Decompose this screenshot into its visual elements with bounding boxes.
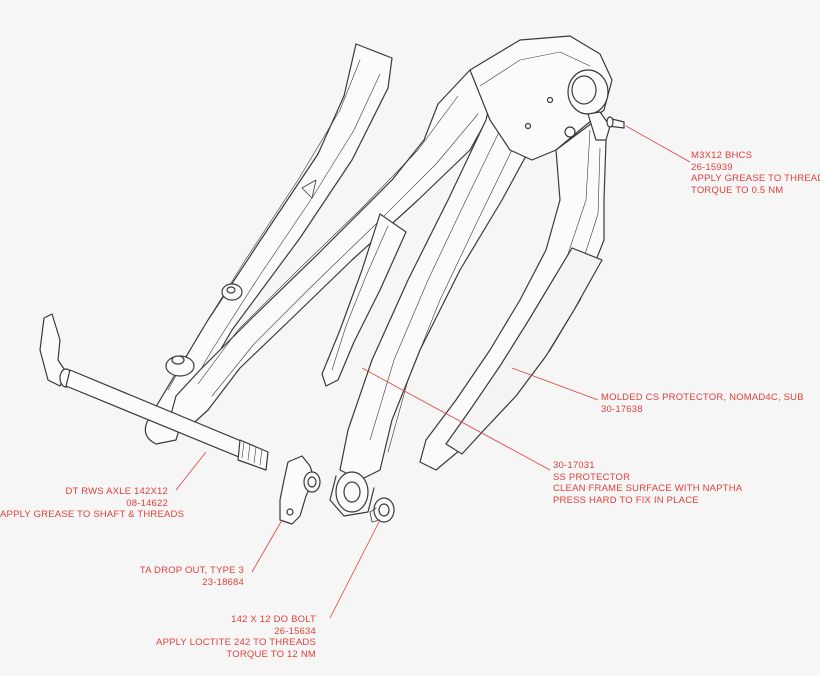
chain-stay-right [419, 111, 611, 471]
leader-bhcs [625, 125, 691, 163]
callout-cs-protector: MOLDED CS PROTECTOR, NOMAD4C, SUB 30-176… [601, 392, 804, 415]
bhcs-screw [606, 116, 625, 129]
callout-dropout-line: TA DROP OUT, TYPE 3 [139, 565, 244, 576]
callout-ss-protector-line: PRESS HARD TO FIX IN PLACE [553, 494, 699, 506]
callout-ss-protector: 30-17031 SS PROTECTOR CLEAN FRAME SURFAC… [553, 460, 742, 506]
callout-ss-protector-line: 30-17031 [553, 460, 595, 471]
callout-axle: DT RWS AXLE 142X12 08-14622 APPLY GREASE… [0, 486, 185, 521]
callout-do-bolt-line: APPLY LOCTITE 242 TO THREADS [156, 637, 316, 648]
callout-do-bolt-line: TORQUE TO 12 NM [226, 648, 316, 660]
leader-ss-protector [361, 367, 551, 471]
callout-dropout: TA DROP OUT, TYPE 3 23-18684 [120, 565, 244, 588]
callout-ss-protector-line: SS PROTECTOR [553, 471, 631, 483]
leader-dropout [251, 519, 283, 573]
callout-do-bolt-line: 142 X 12 DO BOLT [231, 614, 316, 625]
chain-stay-arm [169, 69, 501, 431]
callout-axle-line: 08-14622 [126, 497, 168, 509]
callout-axle-line: APPLY GREASE TO SHAFT & THREADS [0, 509, 185, 520]
ss-protector-strip [321, 213, 407, 387]
callout-ss-protector-line: CLEAN FRAME SURFACE WITH NAPTHA [553, 483, 743, 494]
callout-do-bolt-line: 26-15634 [274, 625, 316, 637]
callout-bhcs-line: 26-15939 [691, 161, 733, 173]
callout-bhcs-line: M3X12 BHCS [691, 150, 753, 161]
do-bolt [369, 497, 395, 523]
leader-cs-protector [511, 367, 599, 401]
callout-dropout-line: 23-18684 [202, 576, 244, 588]
leader-axle [175, 451, 207, 491]
callout-cs-protector-line: MOLDED CS PROTECTOR, NOMAD4C, SUB [601, 392, 804, 403]
callout-bhcs-line: APPLY GREASE TO THREADS [691, 173, 820, 184]
dt-rws-axle [39, 313, 269, 471]
callout-cs-protector-line: 30-17638 [601, 403, 643, 415]
callout-axle-line: DT RWS AXLE 142X12 [65, 486, 168, 497]
callout-bhcs-line: TORQUE TO 0.5 NM [691, 184, 784, 196]
callout-do-bolt: 142 X 12 DO BOLT 26-15634 APPLY LOCTITE … [150, 614, 316, 660]
seat-stay-left [147, 43, 393, 441]
ta-drop-out [279, 455, 321, 525]
leader-do-bolt [329, 519, 381, 619]
callout-bhcs: M3X12 BHCS 26-15939 APPLY GREASE TO THRE… [691, 150, 820, 196]
